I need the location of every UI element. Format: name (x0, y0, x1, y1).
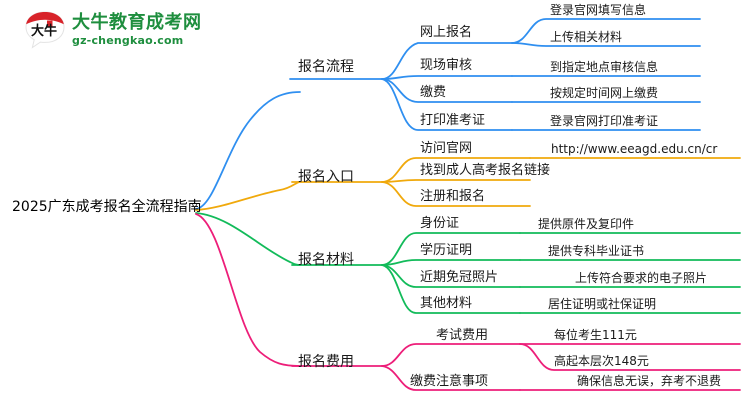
svg-text:大牛: 大牛 (31, 23, 57, 39)
branch-node-baoming-rukou[interactable]: 报名入口 (298, 169, 354, 185)
leaf-node-zhiding-didian-shenhe[interactable]: 到指定地点审核信息 (550, 60, 659, 74)
leaf-node-denglu-guanwang-tianxie[interactable]: 登录官网填写信息 (550, 3, 647, 17)
sub-node-shenfenzheng[interactable]: 身份证 (420, 216, 460, 231)
leaf-node-juzhu-shebao-zhengming[interactable]: 居住证明或社保证明 (548, 297, 657, 311)
logo-mark-icon: 大牛 (24, 10, 66, 50)
sub-node-zhuce-he-baoming[interactable]: 注册和报名 (420, 189, 486, 204)
leaf-node-official-website-url[interactable]: http://www.eeagd.edu.cn/cr (551, 142, 718, 156)
leaf-node-tigong-zhuanke-biyezhengshu[interactable]: 提供专科毕业证书 (548, 244, 645, 258)
sub-node-qita-cailiao[interactable]: 其他材料 (420, 296, 473, 311)
site-logo: 大牛 大牛教育成考网 gz-chengkao.com (24, 10, 202, 50)
leaf-node-gaoqiben-cengci-fee[interactable]: 高起本层次148元 (554, 354, 649, 368)
leaf-node-querenxinxi-wuwu[interactable]: 确保信息无误，弃考不退费 (577, 374, 722, 388)
sub-node-jiaofei-zhuyi-shixiang[interactable]: 缴费注意事项 (410, 374, 489, 389)
leaf-node-denglu-guanwang-dayin[interactable]: 登录官网打印准考证 (550, 114, 659, 128)
branch-node-baoming-liucheng[interactable]: 报名流程 (298, 59, 354, 75)
sub-node-xianchang-shenhe[interactable]: 现场审核 (420, 58, 473, 73)
sub-node-jinqi-mianguan-zhaopian[interactable]: 近期免冠照片 (420, 270, 499, 285)
mindmap-root-node[interactable]: 2025广东成考报名全流程指南 (12, 199, 202, 215)
sub-node-xueli-zhengming[interactable]: 学历证明 (420, 243, 473, 258)
sub-node-kaoshi-feiyong[interactable]: 考试费用 (436, 328, 489, 343)
sub-node-jiaofei[interactable]: 缴费 (420, 85, 447, 100)
branch-node-baoming-feiyong[interactable]: 报名费用 (298, 354, 354, 370)
sub-node-fangwen-guanwang[interactable]: 访问官网 (420, 141, 473, 156)
leaf-node-tigong-yuanjian-fuyinjian[interactable]: 提供原件及复印件 (538, 217, 635, 231)
sub-node-zhaodao-baoming-lianjie[interactable]: 找到成人高考报名链接 (420, 163, 551, 178)
leaf-node-meiwei-kaosheng-fee[interactable]: 每位考生111元 (554, 328, 637, 342)
sub-node-dayin-zhunkaozheng[interactable]: 打印准考证 (420, 113, 486, 128)
branch-node-baoming-cailiao[interactable]: 报名材料 (298, 252, 354, 268)
leaf-node-anguiding-wangshang-jiaofei[interactable]: 按规定时间网上缴费 (550, 86, 659, 100)
leaf-node-shangchuan-cailiao[interactable]: 上传相关材料 (550, 30, 623, 44)
brand-url: gz-chengkao.com (72, 34, 184, 47)
logo-brand-text: 大牛教育成考网 gz-chengkao.com (72, 12, 202, 47)
sub-node-wangshang-baoming[interactable]: 网上报名 (420, 25, 473, 40)
leaf-node-shangchuan-dianzi-zhaopian[interactable]: 上传符合要求的电子照片 (575, 271, 708, 285)
brand-name: 大牛教育成考网 (72, 12, 202, 33)
